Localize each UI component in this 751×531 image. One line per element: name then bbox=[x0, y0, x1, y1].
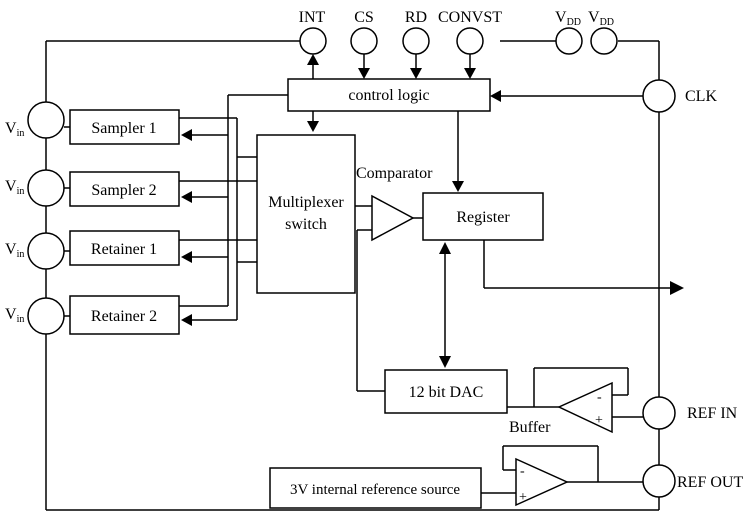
pin-vin-2: Vin bbox=[5, 169, 65, 207]
register-block: Register bbox=[422, 192, 544, 241]
pin-int: INT bbox=[299, 9, 327, 55]
comparator: Comparator bbox=[355, 165, 433, 242]
pin-vin-4-label: Vin bbox=[5, 306, 24, 325]
pin-ref-in-label: REF IN bbox=[687, 405, 738, 422]
ref-opamp-plus: + bbox=[519, 490, 527, 505]
comparator-label: Comparator bbox=[356, 165, 433, 182]
pin-convst: CONVST bbox=[438, 9, 502, 55]
pin-convst-label: CONVST bbox=[438, 9, 502, 26]
dac-to-comparator bbox=[356, 229, 385, 392]
reference-source-label: 3V internal reference source bbox=[290, 482, 460, 498]
pin-clk-label: CLK bbox=[685, 88, 717, 105]
pin-vin-3-label: Vin bbox=[5, 241, 24, 260]
pin-rd-label: RD bbox=[405, 9, 427, 26]
register-dac-link bbox=[439, 242, 451, 368]
ref-opamp-minus: - bbox=[520, 464, 525, 479]
retainer-1-block: Retainer 1 bbox=[69, 230, 180, 266]
dac-label: 12 bit DAC bbox=[409, 384, 484, 401]
pin-vin-3: Vin bbox=[5, 232, 65, 270]
register-output bbox=[483, 240, 684, 295]
buffer-plus: + bbox=[595, 413, 603, 428]
pin-vdd-1-label: VDD bbox=[555, 9, 581, 28]
buffer-opamp: - + Buffer bbox=[507, 367, 643, 436]
pin-vdd-1: VDD bbox=[555, 9, 583, 55]
multiplexer-label-line1: Multiplexer bbox=[268, 194, 344, 211]
pin-vin-2-label: Vin bbox=[5, 178, 24, 197]
control-to-mux bbox=[307, 111, 319, 132]
pin-vin-1-label: Vin bbox=[5, 120, 24, 139]
pin-clk: CLK bbox=[642, 79, 717, 113]
multiplexer-label-line2: switch bbox=[285, 216, 327, 233]
control-logic-block: control logic bbox=[287, 78, 491, 112]
pin-vdd-2: VDD bbox=[588, 9, 618, 55]
retainer-1-label: Retainer 1 bbox=[91, 241, 157, 258]
reference-opamp: - + bbox=[481, 445, 643, 507]
sampler-1-block: Sampler 1 bbox=[69, 109, 180, 145]
control-to-register bbox=[452, 111, 464, 192]
chip-boundary bbox=[45, 40, 660, 511]
sampler-2-block: Sampler 2 bbox=[69, 171, 180, 207]
dac-block: 12 bit DAC bbox=[384, 369, 508, 414]
register-label: Register bbox=[456, 209, 510, 226]
vin-connections bbox=[64, 126, 70, 317]
buffer-minus: - bbox=[597, 390, 602, 405]
control-logic-label: control logic bbox=[348, 87, 429, 104]
retainer-2-block: Retainer 2 bbox=[69, 295, 180, 335]
pin-cs-label: CS bbox=[354, 9, 374, 26]
reference-source-block: 3V internal reference source bbox=[269, 467, 482, 509]
pin-rd: RD bbox=[402, 9, 430, 55]
pin-vin-4: Vin bbox=[5, 297, 65, 335]
sampler-2-label: Sampler 2 bbox=[91, 182, 156, 199]
pin-ref-in: REF IN bbox=[642, 396, 738, 430]
mux-wiring bbox=[179, 94, 288, 326]
sampler-1-label: Sampler 1 bbox=[91, 120, 156, 137]
pin-vdd-2-label: VDD bbox=[588, 9, 614, 28]
pin-ref-out: REF OUT bbox=[642, 464, 743, 498]
multiplexer-block: Multiplexer switch bbox=[256, 134, 356, 294]
pin-int-label: INT bbox=[299, 9, 326, 26]
control-inputs bbox=[307, 54, 643, 102]
pin-ref-out-label: REF OUT bbox=[677, 474, 743, 491]
pin-cs: CS bbox=[350, 9, 378, 55]
buffer-label: Buffer bbox=[509, 419, 551, 436]
retainer-2-label: Retainer 2 bbox=[91, 308, 157, 325]
pin-vin-1: Vin bbox=[5, 101, 65, 139]
